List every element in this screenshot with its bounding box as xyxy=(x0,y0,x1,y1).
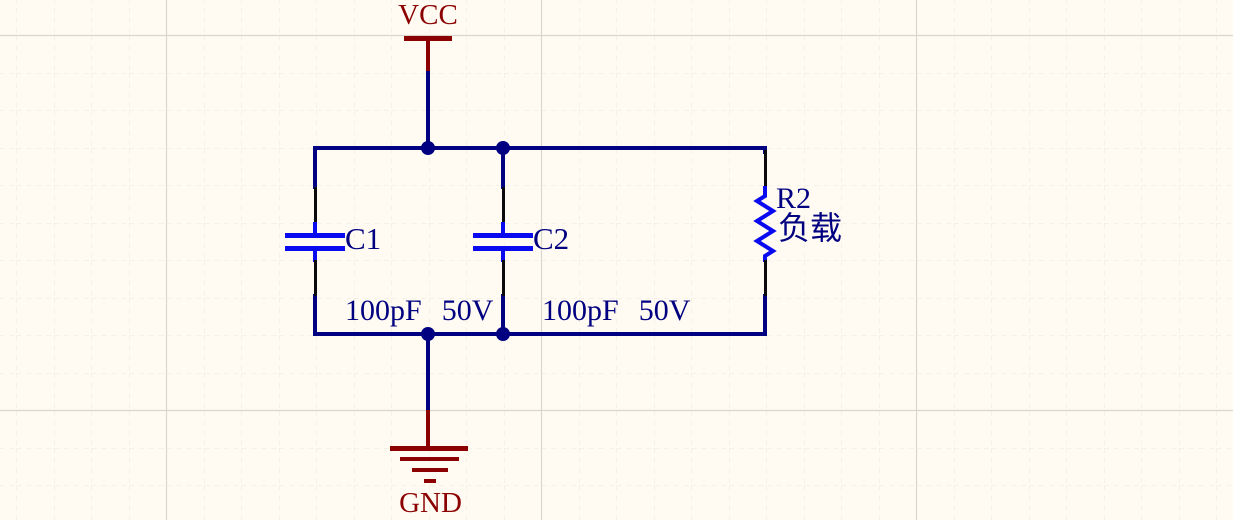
c2-value-label[interactable]: 100pF xyxy=(542,294,619,327)
c2-stub-top xyxy=(501,222,505,234)
c1-voltage-label[interactable]: 50V xyxy=(441,294,494,327)
c2-plate-bottom-icon xyxy=(473,246,533,251)
junction-dot[interactable] xyxy=(421,327,435,341)
junction-dot[interactable] xyxy=(421,141,435,155)
c2-pin-bottom xyxy=(502,260,505,296)
gnd-bar2-icon xyxy=(400,457,459,461)
c2-plate-top-icon xyxy=(473,233,533,238)
c2-stub-bottom xyxy=(501,250,505,262)
gnd-bar3-icon xyxy=(412,468,448,472)
wire-top-rail[interactable] xyxy=(313,146,767,150)
gnd-bar1-icon xyxy=(390,446,468,451)
junction-dot[interactable] xyxy=(496,327,510,341)
c2-ref-label[interactable]: C2 xyxy=(533,221,570,256)
vcc-bar-icon xyxy=(404,36,452,41)
c1-param-label[interactable]: 100pF 50V xyxy=(345,296,493,326)
wire-r2-bottom[interactable] xyxy=(763,294,767,336)
gnd-bar4-icon xyxy=(424,479,436,483)
c1-ref-label[interactable]: C1 xyxy=(345,221,382,256)
wire-c2-top[interactable] xyxy=(501,146,505,189)
vcc-stem-icon xyxy=(426,40,430,71)
junction-dot[interactable] xyxy=(496,141,510,155)
c2-pin-top xyxy=(502,187,505,223)
c1-value-label[interactable]: 100pF xyxy=(345,294,422,327)
c1-pin-bottom xyxy=(314,260,317,296)
c2-voltage-label[interactable]: 50V xyxy=(638,294,691,327)
wire-c1-top[interactable] xyxy=(313,146,317,189)
wire-gnd-stem[interactable] xyxy=(426,332,430,412)
r2-zigzag-icon xyxy=(753,186,777,262)
r2-comment-label[interactable]: 负载 xyxy=(778,210,843,246)
gnd-stem-icon xyxy=(426,410,430,448)
c1-stub-top xyxy=(313,222,317,234)
wire-c1-bottom[interactable] xyxy=(313,294,317,336)
c1-plate-top-icon xyxy=(285,233,345,238)
c1-stub-bottom xyxy=(313,250,317,262)
wire-bottom-rail[interactable] xyxy=(313,332,767,336)
vcc-net-label[interactable]: VCC xyxy=(398,0,458,31)
gnd-net-label[interactable]: GND xyxy=(399,487,462,519)
c1-plate-bottom-icon xyxy=(285,246,345,251)
c2-param-label[interactable]: 100pF 50V xyxy=(542,296,690,326)
r2-pin-top xyxy=(764,150,767,188)
wire-c2-bottom[interactable] xyxy=(501,294,505,336)
r2-pin-bottom xyxy=(764,260,767,296)
c1-pin-top xyxy=(314,187,317,223)
wire-vcc-stem[interactable] xyxy=(426,69,430,150)
r2-ref-label[interactable]: R2 xyxy=(776,182,812,215)
